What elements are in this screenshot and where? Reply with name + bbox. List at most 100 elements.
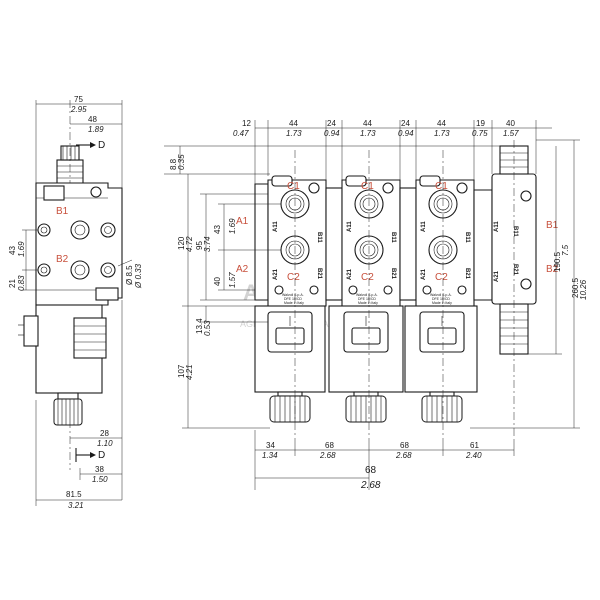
dim-bottom-34: 34 <box>266 441 275 450</box>
port-label-c1-1: C1 <box>287 181 300 192</box>
valve-section-2: C1 C2 A11 B11 A21 B21 Walvoil S.p.A. DFE… <box>341 175 401 307</box>
body-mark-a21-end: A21 <box>494 270 500 282</box>
dim-side-75: 75 <box>74 95 83 104</box>
dim-bottom-68-1: 68 <box>325 441 334 450</box>
dim-bottom-61-in: 2.40 <box>465 451 482 460</box>
dim-left-120: 120 <box>177 236 186 250</box>
dim-bottom-68-2: 68 <box>400 441 409 450</box>
dim-left-40: 40 <box>213 277 222 286</box>
dim-left-107-in: 4.21 <box>185 364 194 380</box>
port-label-b1: B1 <box>546 220 559 231</box>
dim-left-95: 95 <box>195 241 204 250</box>
side-dimensions: 75 2.95 48 1.89 43 1.69 21 0.83 Ø 8.5 Ø … <box>8 95 143 510</box>
port-label-c2-3: C2 <box>435 272 448 283</box>
dim-top-44-2-in: 1.73 <box>360 129 376 138</box>
dim-side-75-in: 2.95 <box>70 105 87 114</box>
dim-side-hole-in: Ø 0.33 <box>134 263 143 289</box>
dim-side-21: 21 <box>8 279 17 288</box>
dim-top-40-in: 1.57 <box>503 129 519 138</box>
dim-top-19-in: 0.75 <box>472 129 488 138</box>
dim-right-260-5-in: 10.26 <box>579 279 588 300</box>
dim-right-190-5-in: 7.5 <box>561 244 570 256</box>
dim-side-38-in: 1.50 <box>92 475 108 484</box>
body-mark-b21-1: B21 <box>316 268 322 280</box>
port-label-b2-side: B2 <box>56 254 69 265</box>
spacer-1 <box>325 187 343 301</box>
port-label-b1-side: B1 <box>56 206 69 217</box>
plate-line-3-3: Made in Italy <box>432 301 452 305</box>
dim-left-43-in: 1.69 <box>228 218 237 234</box>
plate-line-3-2: Made in Italy <box>358 301 378 305</box>
dim-side-48: 48 <box>88 115 97 124</box>
front-right-dimensions: 190.5 7.5 260.5 10.26 <box>470 139 588 429</box>
port-label-c1-3: C1 <box>435 181 448 192</box>
dim-bottom-34-in: 1.34 <box>262 451 278 460</box>
body-mark-a21-3: A21 <box>421 268 427 280</box>
body-mark-b21-end: B21 <box>512 264 518 276</box>
dim-bottom-68-1-in: 2.68 <box>319 451 336 460</box>
port-label-c2-2: C2 <box>361 272 374 283</box>
dim-left-8-8: 8.8 <box>169 158 178 170</box>
dim-right-190-5: 190.5 <box>553 251 562 272</box>
body-mark-b11-3: B11 <box>464 232 470 243</box>
port-label-c2-1: C2 <box>287 272 300 283</box>
dim-top-44-2: 44 <box>363 119 372 128</box>
dim-top-24-2-in: 0.94 <box>398 129 414 138</box>
dim-left-13-4: 13.4 <box>195 318 204 334</box>
dim-side-43: 43 <box>8 246 17 255</box>
front-left-dimensions: 8.8 0.35 120 4.72 95 3.74 43 1.69 40 1.5… <box>164 145 500 429</box>
dim-top-19: 19 <box>476 119 485 128</box>
dim-top-12-in: 0.47 <box>233 129 249 138</box>
dim-side-28-in: 1.10 <box>97 439 113 448</box>
body-mark-a11-1: A11 <box>273 221 279 232</box>
dim-left-40-in: 1.57 <box>228 272 237 288</box>
body-mark-a11-3: A11 <box>421 221 427 232</box>
front-view: C1 C2 A11 B11 A21 B21 Walvoil S.p.A. DFE… <box>164 119 588 491</box>
solenoid-3 <box>404 305 478 423</box>
body-mark-b21-3: B21 <box>464 268 470 280</box>
dim-bottom-total-in: 2.68 <box>360 480 381 491</box>
plate-line-2-2: DFE 10/CD <box>358 297 376 301</box>
outlet-plate <box>473 189 493 301</box>
dim-top-12: 12 <box>242 119 251 128</box>
dim-bottom-61: 61 <box>470 441 479 450</box>
side-view: D B1 B2 <box>8 95 143 510</box>
dim-side-21-in: 0.83 <box>17 275 26 291</box>
port-label-a1: A1 <box>236 216 249 227</box>
dim-right-260-5: 260.5 <box>571 277 580 298</box>
dim-top-24-2: 24 <box>401 119 410 128</box>
drain-arrow-bottom: D <box>75 448 105 462</box>
dim-left-13-4-in: 0.53 <box>203 320 212 336</box>
side-solenoid <box>18 304 107 426</box>
dim-left-107: 107 <box>177 364 186 378</box>
plate-line-1-2: Walvoil S.p.A. <box>356 293 378 297</box>
plate-line-1-3: Walvoil S.p.A. <box>430 293 452 297</box>
dim-top-44-1-in: 1.73 <box>286 129 302 138</box>
dim-side-43-in: 1.69 <box>17 241 26 257</box>
port-label-b2: B2 <box>546 264 559 275</box>
body-mark-a21-2: A21 <box>347 268 353 280</box>
body-mark-a21-1: A21 <box>273 268 279 280</box>
front-top-dimensions: 12 0.47 44 1.73 24 0.94 44 1.73 24 0.94 … <box>233 119 552 190</box>
dim-top-44-3: 44 <box>437 119 446 128</box>
valve-section-1: C1 C2 A11 B11 A21 B21 Walvoil S.p.A. DFE… <box>267 175 327 307</box>
dim-side-81-5-in: 3.21 <box>68 501 84 510</box>
body-mark-b21-2: B21 <box>390 268 396 280</box>
dim-top-44-1: 44 <box>289 119 298 128</box>
dim-bottom-68-2-in: 2.68 <box>395 451 412 460</box>
drain-label-top: D <box>98 140 105 151</box>
dim-side-hole: Ø 8.5 <box>125 265 134 285</box>
plate-line-3-1: Made in Italy <box>284 301 304 305</box>
solenoid-1 <box>254 305 326 423</box>
body-mark-b11-end: B11 <box>512 226 518 237</box>
dim-left-120-in: 4.72 <box>185 236 194 252</box>
body-mark-b11-1: B11 <box>316 232 322 243</box>
drain-label-bottom: D <box>98 450 105 461</box>
drain-arrow-top: D <box>76 140 105 151</box>
plate-line-1-1: Walvoil S.p.A. <box>282 293 304 297</box>
plate-line-2-1: DFE 10/CD <box>284 297 302 301</box>
dim-top-44-3-in: 1.73 <box>434 129 450 138</box>
port-label-a2: A2 <box>236 264 249 275</box>
